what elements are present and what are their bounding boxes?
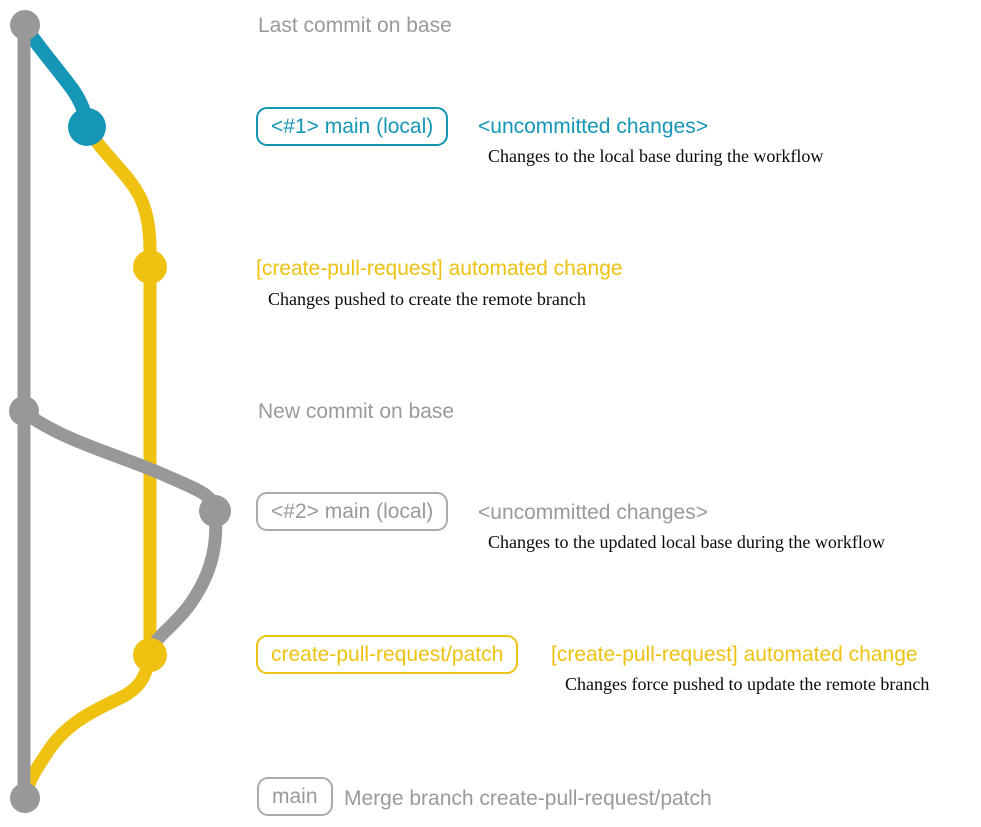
commit-dot-local-main-1 — [68, 108, 106, 146]
title-automated-change-2: [create-pull-request] automated change — [551, 643, 918, 666]
commit-dot-automated-change-1 — [133, 250, 167, 284]
commit-dot-automated-change-2 — [133, 638, 167, 672]
description-automated-change-1: Changes pushed to create the remote bran… — [268, 289, 586, 309]
description-uncommitted-changes-1: Changes to the local base during the wor… — [488, 146, 824, 166]
branch-line-local-main-2-out — [17, 405, 222, 516]
branch-badge-create-pull-request-patch: create-pull-request/patch — [256, 635, 519, 674]
branch-badge-main-local-2: <#2> main (local) — [256, 492, 449, 531]
branch-line-local-main-1 — [23, 27, 93, 125]
title-uncommitted-changes-1: <uncommitted changes> — [478, 115, 708, 138]
commit-dot-merge-commit — [10, 783, 40, 813]
caption-last-commit-on-base: Last commit on base — [258, 14, 452, 37]
title-automated-change-1: [create-pull-request] automated change — [256, 257, 623, 280]
commit-dot-new-commit-on-base — [9, 396, 39, 426]
caption-new-commit-on-base: New commit on base — [258, 400, 455, 423]
title-uncommitted-changes-2: <uncommitted changes> — [478, 501, 708, 524]
branch-line-local-main-2-in — [144, 504, 223, 658]
branch-badge-main: main — [257, 777, 333, 816]
branch-badge-main-local-1: <#1> main (local) — [256, 107, 449, 146]
branch-line-create-pull-request-patch — [18, 120, 157, 804]
caption-merge-branch: Merge branch create-pull-request/patch — [344, 787, 712, 810]
commit-dot-last-commit-on-base — [10, 10, 40, 40]
git-graph — [9, 10, 231, 813]
description-uncommitted-changes-2: Changes to the updated local base during… — [488, 532, 885, 552]
commit-dot-local-main-2 — [199, 495, 231, 527]
description-automated-change-2: Changes force pushed to update the remot… — [565, 674, 930, 694]
